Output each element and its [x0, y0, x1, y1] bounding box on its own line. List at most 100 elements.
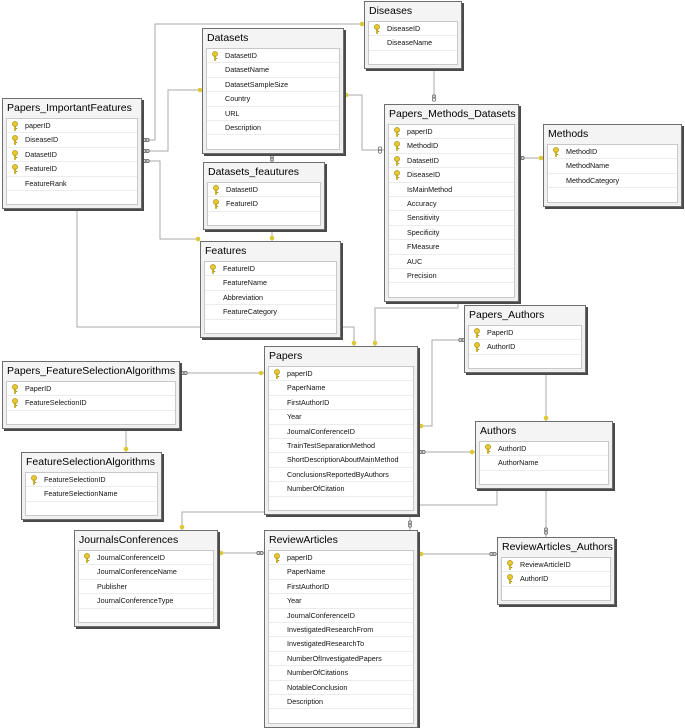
column-row[interactable]: AUC: [389, 255, 514, 269]
column-row[interactable]: InvestigatedResearchTo: [269, 637, 413, 652]
column-row[interactable]: JournalConferenceType: [79, 594, 213, 609]
primary-key-icon: [11, 164, 19, 174]
column-row[interactable]: NumberOfInvestigatedPapers: [269, 652, 413, 667]
column-row[interactable]: Year: [269, 594, 413, 609]
relationship-line[interactable]: [346, 94, 384, 151]
column-row[interactable]: NumberOfCitations: [269, 666, 413, 681]
column-row[interactable]: ReviewArticleID: [502, 558, 610, 573]
column-row[interactable]: Accuracy: [389, 197, 514, 212]
column-row[interactable]: DiseaseName: [369, 36, 457, 51]
column-row[interactable]: FeatureID: [7, 162, 137, 177]
column-row[interactable]: DatasetSampleSize: [207, 78, 339, 93]
one-end-key-icon: [538, 155, 544, 161]
column-row[interactable]: MethodID: [389, 139, 514, 154]
column-row[interactable]: URL: [207, 107, 339, 121]
relationship-line[interactable]: [142, 89, 202, 152]
column-row[interactable]: FMeasure: [389, 240, 514, 255]
column-row[interactable]: PaperID: [469, 326, 581, 341]
column-row[interactable]: JournalConferenceID: [269, 425, 413, 439]
column-row[interactable]: AuthorID: [480, 442, 608, 457]
column-row[interactable]: Country: [207, 92, 339, 107]
relationship-line[interactable]: [142, 160, 200, 240]
column-row[interactable]: FeatureSelectionID: [7, 396, 175, 411]
column-row[interactable]: FirstAuthorID: [269, 396, 413, 411]
column-row[interactable]: Abbreviation: [205, 291, 336, 306]
column-row[interactable]: Description: [207, 121, 339, 136]
one-end-key-icon: [258, 370, 264, 376]
column-row[interactable]: Publisher: [79, 580, 213, 595]
column-row[interactable]: FeatureRank: [7, 177, 137, 191]
column-row[interactable]: JournalConferenceID: [79, 551, 213, 566]
column-row[interactable]: JournalConferenceName: [79, 565, 213, 580]
column-row[interactable]: NotableConclusion: [269, 681, 413, 695]
column-row[interactable]: FeatureCategory: [205, 305, 336, 320]
column-row[interactable]: DatasetID: [389, 154, 514, 169]
column-row[interactable]: paperID: [389, 125, 514, 140]
column-row[interactable]: InvestigatedResearchFrom: [269, 623, 413, 638]
primary-key-icon: [393, 155, 401, 166]
column-row[interactable]: Description: [269, 695, 413, 710]
column-name: paperID: [287, 553, 313, 562]
column-row[interactable]: PaperID: [7, 382, 175, 397]
many-end-icon: [142, 159, 150, 163]
column-row[interactable]: FeatureID: [205, 262, 336, 277]
column-row[interactable]: Specificity: [389, 226, 514, 241]
column-row[interactable]: paperID: [269, 551, 413, 566]
column-row[interactable]: Precision: [389, 269, 514, 284]
column-row[interactable]: MethodName: [548, 159, 677, 174]
column-row[interactable]: DatasetID: [207, 49, 339, 64]
column-row[interactable]: PaperName: [269, 381, 413, 396]
column-row[interactable]: FeatureID: [208, 197, 320, 212]
column-row[interactable]: NumberOfCitation: [269, 482, 413, 497]
column-row[interactable]: Year: [269, 410, 413, 425]
column-row[interactable]: ShortDescriptionAboutMainMethod: [269, 453, 413, 468]
column-row[interactable]: JournalConferenceID: [269, 609, 413, 623]
relationship-line[interactable]: [181, 494, 272, 530]
column-row[interactable]: DatasetID: [7, 148, 137, 163]
column-row[interactable]: FirstAuthorID: [269, 580, 413, 595]
column-row[interactable]: DatasetName: [207, 63, 339, 78]
column-row[interactable]: TrainTestSeparationMethod: [269, 439, 413, 454]
column-row[interactable]: paperID: [7, 119, 137, 134]
column-row[interactable]: ConclusionsReportedByAuthors: [269, 468, 413, 483]
column-row[interactable]: FeatureName: [205, 276, 336, 291]
column-row[interactable]: MethodID: [548, 145, 677, 160]
column-row[interactable]: DiseaseID: [369, 22, 457, 37]
column-row[interactable]: IsMainMethod: [389, 183, 514, 197]
many-end-icon: [408, 520, 412, 528]
column-row[interactable]: MethodCategory: [548, 174, 677, 189]
column-row[interactable]: paperID: [269, 367, 413, 382]
column-row[interactable]: AuthorName: [480, 456, 608, 471]
column-row[interactable]: AuthorID: [469, 340, 581, 355]
one-end-key-icon: [269, 235, 275, 241]
column-name: AuthorID: [498, 444, 527, 453]
column-row[interactable]: PaperName: [269, 565, 413, 580]
relationship-line[interactable]: [418, 339, 464, 427]
column-row[interactable]: FeatureSelectionID: [26, 473, 157, 488]
column-row[interactable]: Sensitivity: [389, 211, 514, 226]
column-row[interactable]: DatasetID: [208, 183, 320, 198]
column-row[interactable]: DiseaseID: [7, 133, 137, 148]
table-title: Datasets_feautures: [204, 163, 324, 182]
relationship-line[interactable]: [142, 23, 364, 141]
column-row[interactable]: FeatureSelectionName: [26, 487, 157, 502]
relationship-line[interactable]: [409, 477, 498, 530]
column-row[interactable]: AuthorID: [502, 572, 610, 587]
column-row[interactable]: DiseaseID: [389, 168, 514, 183]
